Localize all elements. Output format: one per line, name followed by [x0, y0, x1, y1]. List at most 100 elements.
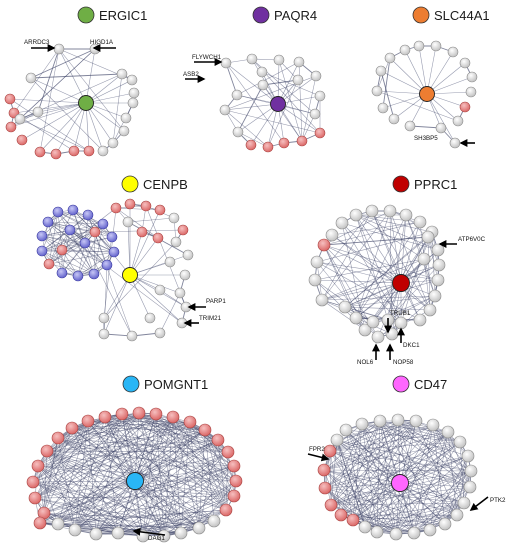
edge	[95, 451, 229, 535]
edge	[426, 76, 473, 95]
edge	[85, 48, 96, 104]
edge	[321, 282, 402, 301]
edge	[371, 210, 431, 311]
edge	[340, 419, 399, 516]
node-ergic1-15	[16, 134, 28, 146]
node-cd47-14	[461, 449, 475, 463]
node-ergic1-11	[83, 145, 95, 157]
node-cd47-9	[391, 413, 405, 427]
edge	[225, 451, 229, 511]
edge	[142, 465, 235, 537]
edge	[361, 423, 378, 533]
node-cd47-10	[409, 414, 423, 428]
node-cenpb-25	[152, 232, 164, 244]
edge	[32, 429, 206, 483]
node-pomgnt1-27	[174, 526, 188, 540]
edge	[180, 509, 227, 534]
panel-title-pprc1: PPRC1	[414, 177, 457, 192]
edge	[262, 79, 299, 86]
edge	[85, 102, 90, 152]
node-pprc1-27	[421, 230, 435, 244]
edge	[48, 251, 115, 265]
node-pprc1-14	[431, 273, 445, 287]
node-cenpb-28	[182, 249, 194, 261]
node-cenpb-23	[177, 224, 189, 236]
edge	[121, 413, 227, 511]
node-ergic1-2	[25, 72, 37, 84]
edge	[39, 429, 206, 524]
network-slc44a1	[371, 40, 478, 149]
node-cenpb-9	[108, 246, 120, 258]
edge	[237, 84, 264, 133]
edge	[329, 441, 461, 452]
node-cenpb-27	[122, 216, 134, 228]
node-cenpb-39	[154, 284, 166, 296]
node-pomgnt1-2	[26, 475, 40, 489]
label-flywch1: FLYWCH1	[192, 54, 222, 61]
edge	[117, 416, 174, 534]
node-cenpb-26	[136, 226, 148, 238]
panel-ergic1: ERGIC1	[4, 6, 147, 160]
edge	[138, 412, 165, 537]
edge	[57, 420, 89, 525]
edge	[225, 62, 238, 96]
edge	[73, 102, 87, 152]
edge	[352, 423, 363, 521]
edge	[41, 209, 74, 237]
edge	[112, 73, 123, 144]
node-slc44a1-2	[377, 102, 389, 114]
label-trub1: TRUB1	[390, 310, 411, 317]
edge	[127, 217, 175, 223]
node-paqr4-8	[314, 90, 326, 102]
edge	[364, 514, 458, 528]
edge	[39, 495, 235, 524]
edge	[361, 423, 397, 535]
edge	[344, 264, 440, 308]
node-pprc1-5	[335, 216, 349, 230]
node-paqr4-16	[257, 79, 269, 91]
edge	[10, 102, 87, 128]
node-pomgnt1-22	[229, 474, 243, 488]
node-pomgnt1-30	[33, 516, 47, 530]
legend-dot-cd47	[392, 375, 410, 393]
node-cenpb-12	[82, 209, 94, 221]
node-pprc1-25	[338, 300, 352, 314]
edge	[225, 62, 279, 105]
edge	[423, 258, 436, 297]
edge	[391, 231, 433, 335]
edge	[103, 274, 131, 319]
edge	[30, 73, 123, 79]
edge	[198, 480, 237, 529]
label-atp6v0c: ATP6V0C	[458, 236, 486, 243]
edge	[361, 423, 401, 484]
node-slc44a1-6	[430, 40, 442, 52]
edge	[387, 264, 440, 321]
network-pomgnt1	[26, 406, 243, 543]
node-paqr4-10	[314, 127, 326, 139]
edge	[380, 70, 428, 95]
edge	[355, 214, 402, 324]
edge	[180, 421, 191, 534]
edge	[321, 264, 440, 301]
node-pomgnt1-23	[227, 489, 241, 503]
edge	[129, 274, 181, 294]
edge	[138, 412, 235, 467]
node-pomgnt1-17	[183, 415, 197, 429]
edge	[397, 419, 472, 472]
edge	[30, 77, 104, 152]
node-paqr4-11	[296, 135, 308, 147]
node-ergic1-20	[32, 106, 44, 118]
edge	[34, 480, 136, 499]
node-slc44a1-3	[384, 52, 396, 64]
edge	[352, 502, 465, 521]
edge	[321, 299, 366, 331]
edge	[57, 421, 191, 439]
hub-node-ergic1	[78, 95, 94, 111]
label-nop58: NOP58	[393, 359, 414, 366]
node-cenpb-29	[179, 269, 191, 281]
edge	[129, 274, 183, 324]
edge	[13, 102, 87, 114]
node-cenpb-0	[52, 206, 64, 218]
edge	[112, 102, 134, 144]
edge	[87, 412, 140, 422]
